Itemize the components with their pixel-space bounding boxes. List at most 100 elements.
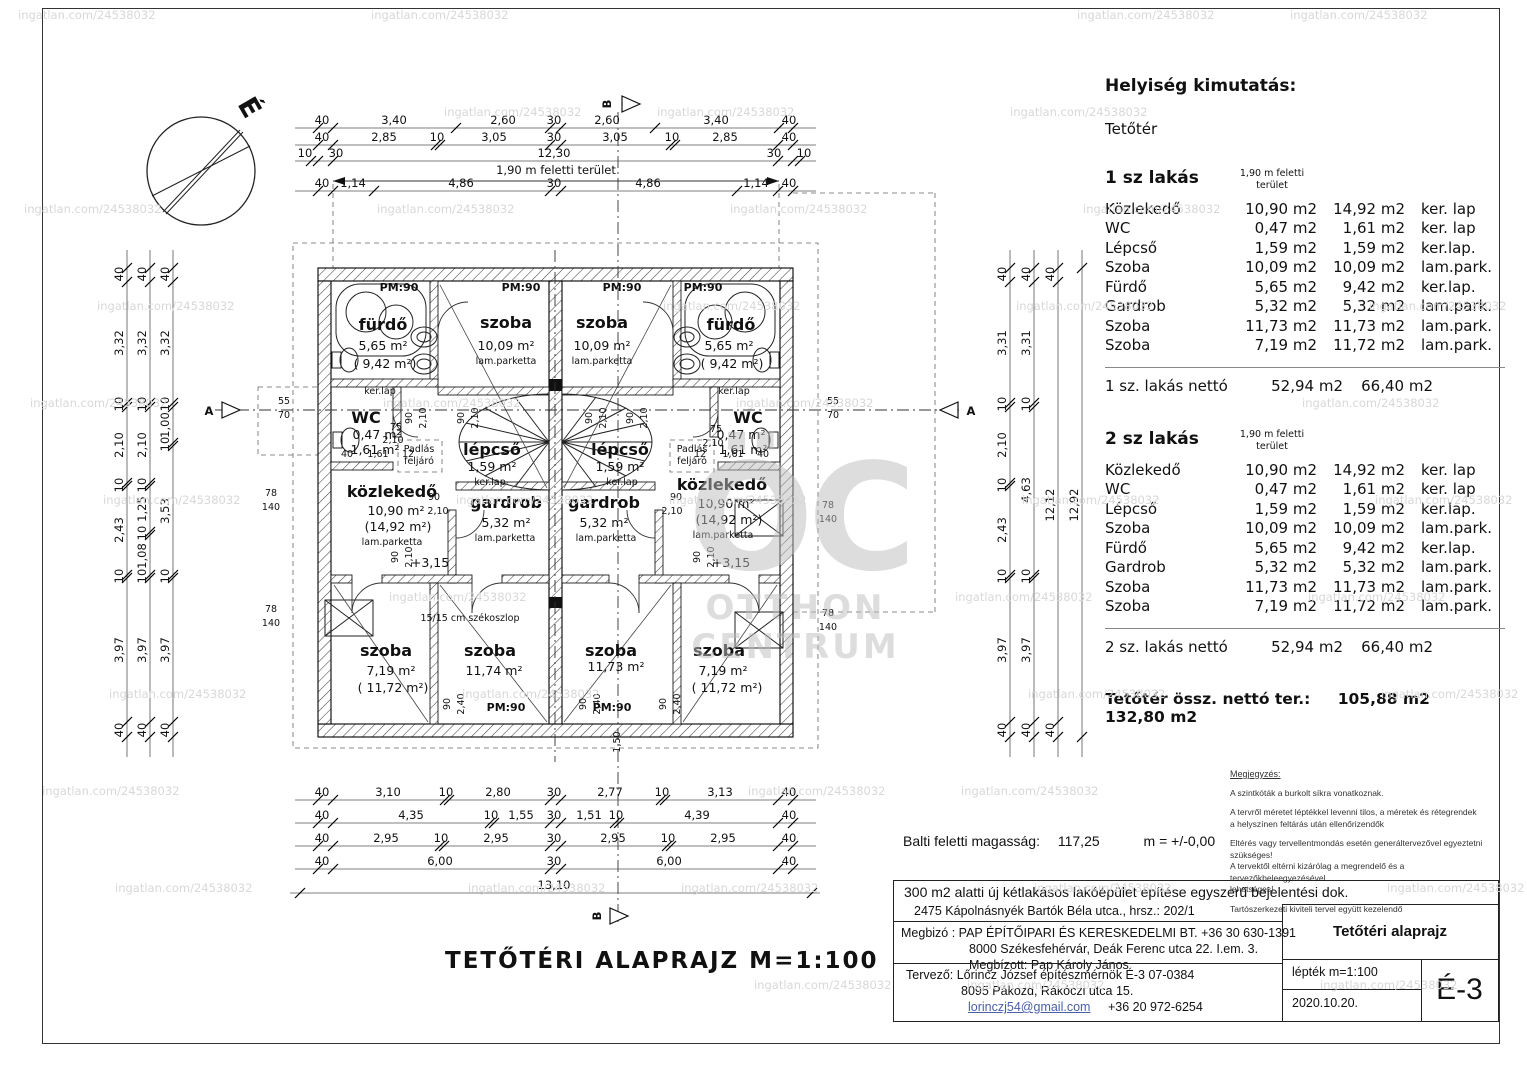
schedule-cell: ker.lap. xyxy=(1421,499,1476,518)
dimension-label: 10 xyxy=(298,146,313,160)
dimension-label: 3,13 xyxy=(707,785,733,799)
divider xyxy=(1282,989,1421,990)
dimension-line xyxy=(613,817,625,829)
room-label: közlekedő xyxy=(677,475,767,494)
dimension-line xyxy=(1004,262,1016,274)
schedule-cell: ker. lap xyxy=(1421,199,1476,218)
dimension-label: 2,43 xyxy=(995,517,1009,543)
dimension-line xyxy=(327,122,339,134)
dimension-label: 4,86 xyxy=(635,176,661,190)
dimension-label: 30 xyxy=(547,113,562,127)
small-dim-label: 90 xyxy=(456,412,467,424)
room-label: 0,47 m² xyxy=(717,427,766,442)
dimension-line xyxy=(312,817,324,829)
dimension-label: 3,97 xyxy=(135,637,149,663)
room-label: ( 11,72 m²) xyxy=(358,680,429,695)
dimension-line xyxy=(312,185,324,197)
schedule-cell: 5,32 m2 xyxy=(1342,297,1405,316)
schedule-cell: WC xyxy=(1105,480,1131,498)
room-label: (14,92 m²) xyxy=(696,512,763,527)
client-line: 8000 Székesfehérvár, Deák Ferenc utca 22… xyxy=(969,942,1259,956)
dimension-label: 10 xyxy=(158,397,172,412)
net-label: 1 sz. lakás nettó xyxy=(1105,376,1228,395)
room-label: feljáró xyxy=(404,456,434,467)
unit-name: 2 sz lakás xyxy=(1105,428,1199,449)
schedule-cell: lam.park. xyxy=(1421,519,1493,537)
section-marker-b-top: B xyxy=(600,95,642,113)
dimension-label: 10 xyxy=(609,808,624,822)
dimension-line xyxy=(368,185,380,197)
side-dim-label: 78 xyxy=(822,608,834,619)
side-dim-label: 140 xyxy=(262,618,280,629)
dimension-label: 10 xyxy=(995,397,1009,412)
room-label: lam.parketta xyxy=(572,356,633,367)
dimension-label: 2,80 xyxy=(485,785,511,799)
dimension-line xyxy=(787,139,799,151)
section-marker-a-left: A xyxy=(205,401,242,419)
dimension-line xyxy=(167,276,179,288)
dimension-line xyxy=(665,139,677,151)
room-label: szoba xyxy=(480,313,532,332)
room-label: WC xyxy=(351,408,380,427)
room-label: ker.lap xyxy=(474,477,506,488)
section-marker-a-right: A xyxy=(938,401,976,419)
schedule-cell: 10,90 m2 xyxy=(1245,460,1317,479)
dimension-line xyxy=(1004,477,1016,489)
schedule-cell: Szoba xyxy=(1105,316,1151,335)
dimension-label: 40 xyxy=(782,113,797,127)
dimension-line xyxy=(1004,731,1016,743)
unit-name: 1 sz lakás xyxy=(1105,168,1199,188)
dimension-label: 12,12 xyxy=(1043,489,1057,522)
dimension-line xyxy=(121,401,133,413)
dimension-line xyxy=(484,817,496,829)
dimension-line xyxy=(443,794,455,806)
room-label: lam.parketta xyxy=(576,533,637,544)
schedule-cell: 0,47 m2 xyxy=(1254,480,1317,498)
designer-line: Tervező: Lőrincz József építészmérnök É-… xyxy=(906,968,1195,982)
designer-email-link[interactable]: lorinczj54@gmail.com xyxy=(968,1000,1091,1014)
schedule-cell: 1,59 m2 xyxy=(1342,499,1405,518)
room-label: 10,90 m² xyxy=(368,503,425,518)
column-post xyxy=(549,379,562,391)
dimension-label: 2,85 xyxy=(712,130,738,144)
dimension-label: 6,00 xyxy=(656,854,682,868)
room-label: lam.parketta xyxy=(476,356,537,367)
dimension-line xyxy=(544,122,556,134)
dimension-label: 40 xyxy=(315,854,330,868)
schedule-cell: 5,32 m2 xyxy=(1342,558,1405,576)
dimension-label: 40 xyxy=(315,130,330,144)
dimension-line xyxy=(327,840,339,852)
dimension-label: 10 xyxy=(112,478,126,493)
schedule-cell: 1,59 m2 xyxy=(1342,238,1405,257)
svg-text:1,90 m feletti terület: 1,90 m feletti terület xyxy=(496,163,616,177)
room-label: +3,15 xyxy=(411,555,449,570)
dimension-line xyxy=(488,817,500,829)
dimension-line xyxy=(144,477,156,489)
dimension-label: 10 xyxy=(797,146,812,160)
sinks-right xyxy=(673,326,701,375)
room-label: szoba xyxy=(576,313,628,332)
dimension-line xyxy=(144,731,156,743)
dimension-line xyxy=(1004,397,1016,409)
divider xyxy=(894,963,1282,964)
drawing-date: 2020.10.20. xyxy=(1292,996,1359,1010)
net-label: 2 sz. lakás nettó xyxy=(1105,637,1228,656)
schedule-title: Helyiség kimutatás: xyxy=(1105,76,1297,96)
room-label: 5,65 m² xyxy=(705,338,754,353)
dimension-line xyxy=(450,122,462,134)
schedule-cell: 1,61 m2 xyxy=(1342,480,1405,498)
dimension-label: 10 xyxy=(135,526,149,541)
dimension-label: 40 xyxy=(782,808,797,822)
room-label: 10,09 m² xyxy=(574,338,631,353)
dimension-label: 2,60 xyxy=(594,113,620,127)
net-value-1: 52,94 m2 xyxy=(1271,376,1343,395)
small-dim-label: 2,10 xyxy=(661,506,682,517)
dimension-label: 40 xyxy=(1043,723,1057,738)
dimension-line xyxy=(555,840,567,852)
dimension-line xyxy=(167,440,179,452)
